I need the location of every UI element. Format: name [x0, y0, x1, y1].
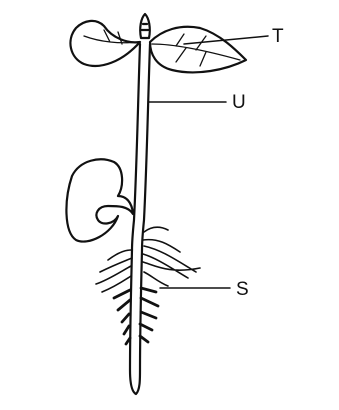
right-leaf-vein	[152, 34, 240, 66]
label-s: S	[236, 280, 249, 299]
plumule	[140, 14, 150, 38]
root-hairs	[114, 288, 158, 344]
stem	[132, 44, 150, 250]
cotyledon	[66, 159, 133, 241]
left-leaf	[70, 21, 140, 66]
lateral-roots-right	[143, 227, 200, 286]
label-t: T	[272, 27, 284, 46]
lateral-roots-left	[96, 250, 132, 292]
primary-root	[130, 250, 142, 394]
label-u: U	[232, 93, 246, 112]
